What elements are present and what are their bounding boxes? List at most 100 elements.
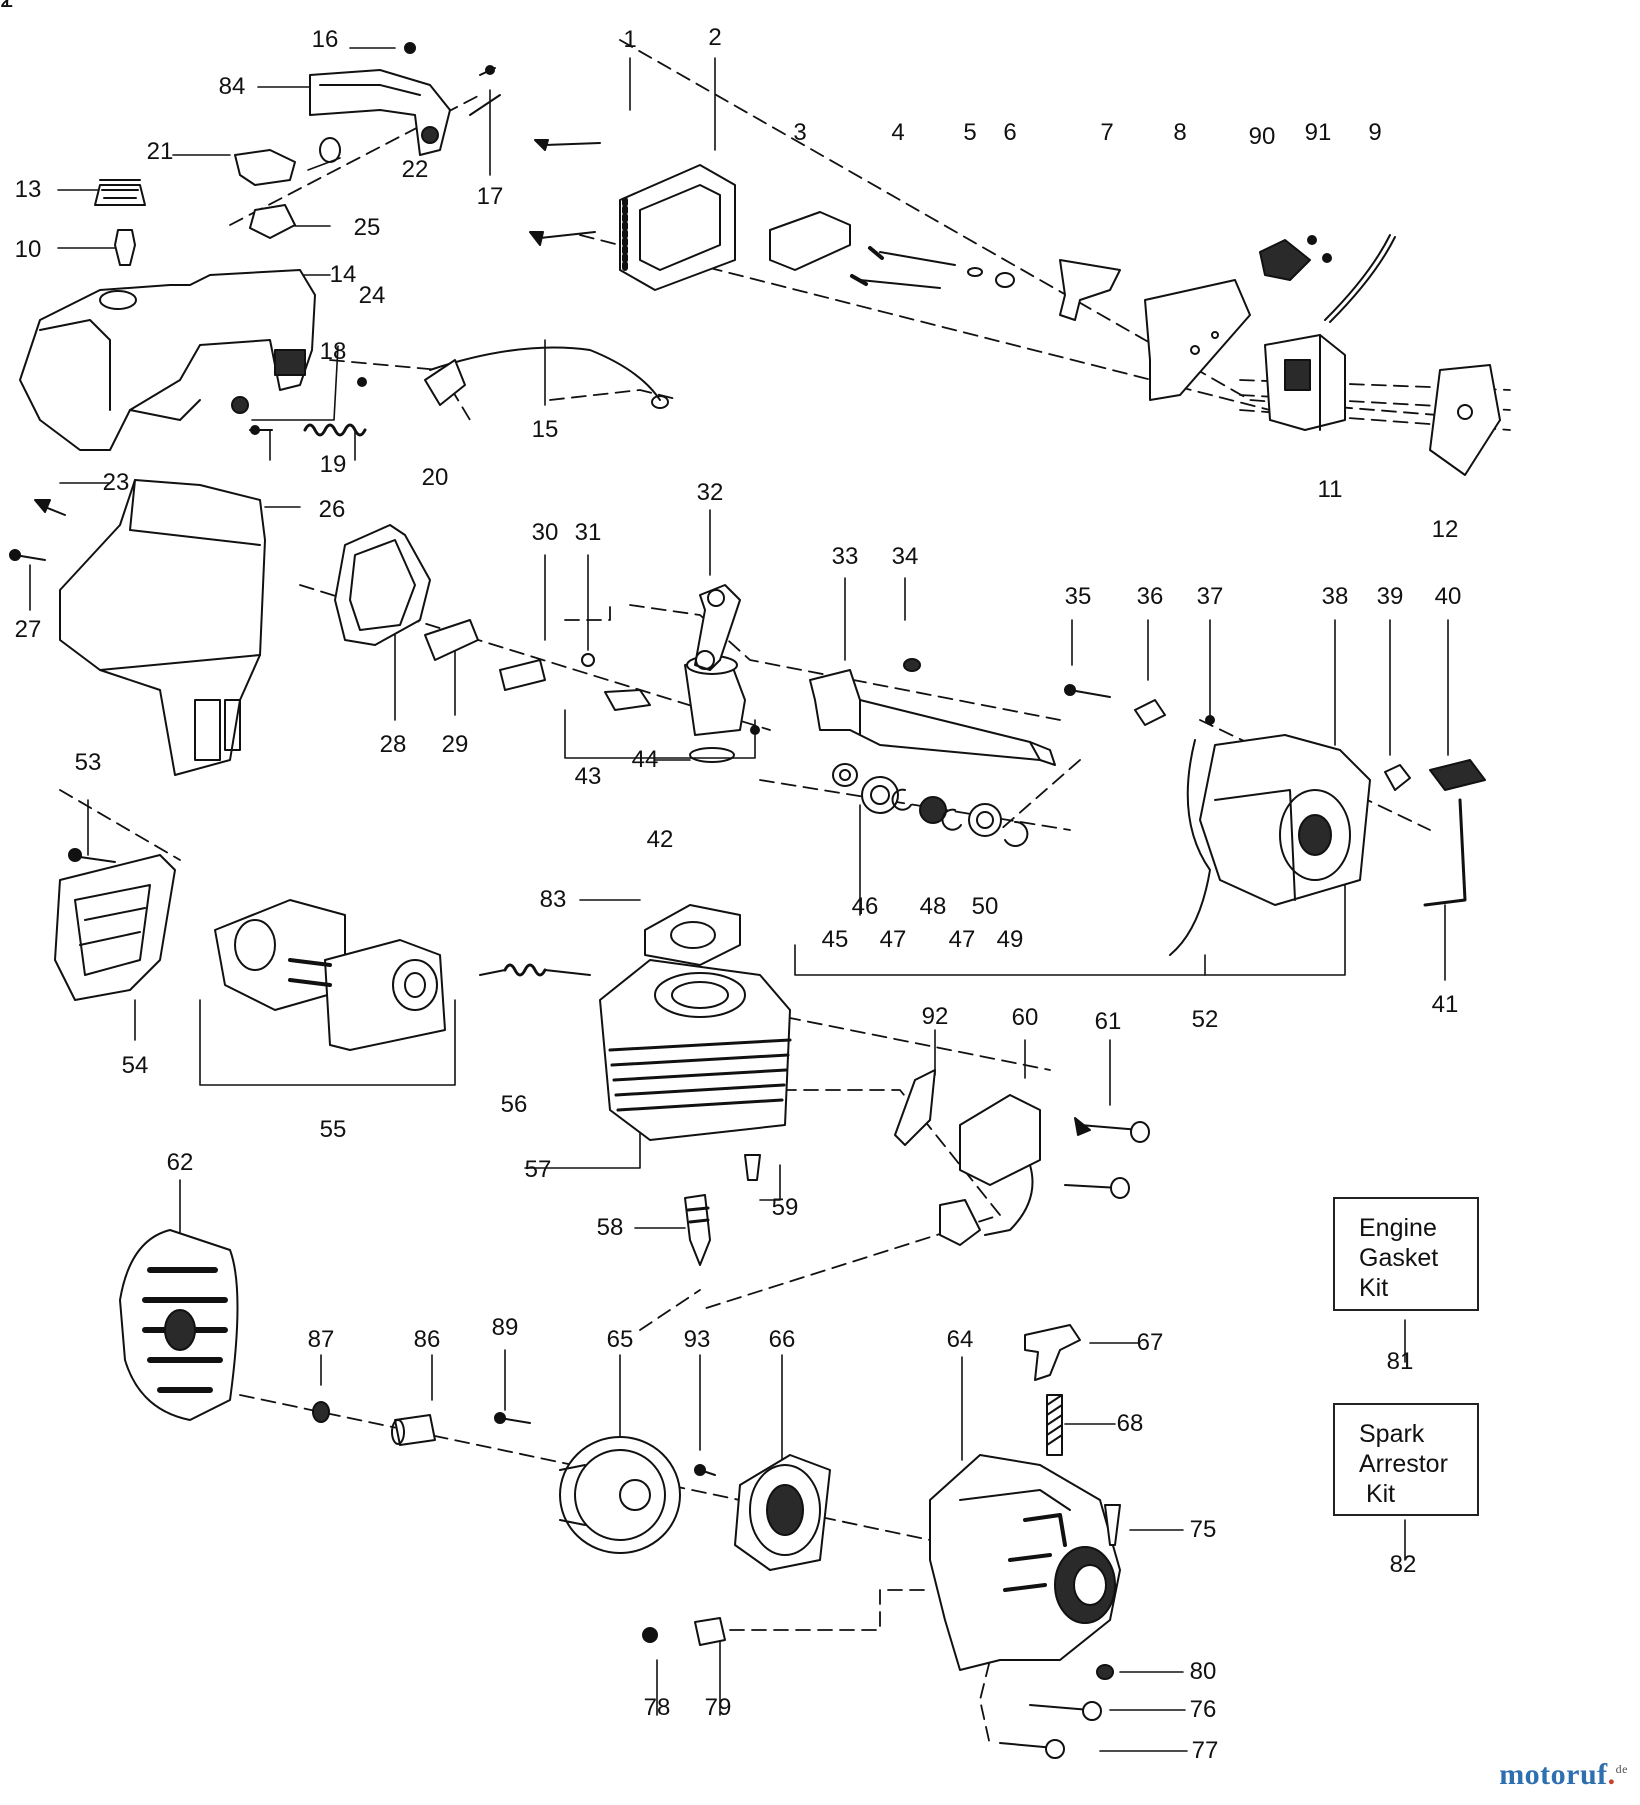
kit-text: Gasket — [1359, 1244, 1439, 1272]
part-number-68: 68 — [1116, 1410, 1144, 1437]
part-number-60: 60 — [1011, 1004, 1039, 1031]
part-number-29: 29 — [441, 731, 469, 758]
part-number-89: 89 — [491, 1314, 519, 1341]
part-number-54: 54 — [121, 1052, 149, 1079]
part-number-42: 42 — [646, 826, 674, 853]
part-number-57: 57 — [524, 1156, 552, 1183]
air-box — [619, 164, 736, 291]
part-number-47: 47 — [879, 926, 907, 953]
part-number-77: 77 — [1191, 1737, 1219, 1764]
part-number-27: 27 — [14, 616, 42, 643]
part-number-91: 91 — [1304, 119, 1332, 146]
watermark-text: motoruf — [1499, 1758, 1608, 1791]
part-number-9: 9 — [1368, 119, 1382, 146]
part-number-48: 48 — [919, 893, 947, 920]
part-number-39: 39 — [1376, 583, 1404, 610]
part-number-3: 3 — [793, 119, 807, 146]
part-number-19: 19 — [319, 451, 347, 478]
kit-text: Spark — [1359, 1420, 1425, 1448]
part-number-36: 36 — [1136, 583, 1164, 610]
part-number-92: 92 — [921, 1003, 949, 1030]
engine-gasket-kit-box: Engine Gasket Kit — [1333, 1197, 1479, 1311]
part-number-28: 28 — [379, 731, 407, 758]
part-number-35: 35 — [1064, 583, 1092, 610]
part-number-58: 58 — [596, 1214, 624, 1241]
muffler-plate — [54, 854, 176, 1001]
part-number-45: 45 — [821, 926, 849, 953]
kit-text: Engine — [1359, 1214, 1437, 1242]
watermark-accent: . — [1607, 1758, 1616, 1791]
muffler — [214, 899, 346, 1011]
part-number-62: 62 — [166, 1149, 194, 1176]
alignment-line — [619, 39, 1501, 421]
part-number-87: 87 — [307, 1326, 335, 1353]
part-number-78: 78 — [643, 1694, 671, 1721]
part-number-82: 82 — [0, 0, 13, 12]
part-number-1: 1 — [623, 26, 637, 53]
part-number-84: 84 — [218, 73, 246, 100]
part-number-13: 13 — [14, 176, 42, 203]
kit-number: 82 — [1389, 1551, 1417, 1578]
fuel-tank — [19, 269, 316, 451]
part-number-25: 25 — [353, 214, 381, 241]
spark-plug — [684, 1194, 711, 1266]
part-number-17: 17 — [476, 183, 504, 210]
cylinder — [599, 959, 791, 1141]
part-number-26: 26 — [318, 496, 346, 523]
part-number-79: 79 — [704, 1694, 732, 1721]
part-number-10: 10 — [14, 236, 42, 263]
part-number-30: 30 — [531, 519, 559, 546]
part-number-43: 43 — [574, 763, 602, 790]
part-number-21: 21 — [146, 138, 174, 165]
part-number-41: 41 — [1431, 991, 1459, 1018]
fuel-cap — [94, 184, 146, 206]
kit-text: Kit — [1359, 1480, 1396, 1508]
part-number-81: 81 — [0, 0, 13, 12]
part-number-24: 24 — [358, 282, 386, 309]
part-number-65: 65 — [606, 1326, 634, 1353]
part-number-80: 80 — [1189, 1658, 1217, 1685]
part-number-8: 8 — [1173, 119, 1187, 146]
part-number-52: 52 — [1191, 1006, 1219, 1033]
part-number-5: 5 — [963, 119, 977, 146]
part-number-49: 49 — [996, 926, 1024, 953]
part-number-22: 22 — [401, 156, 429, 183]
part-number-7: 7 — [1100, 119, 1114, 146]
part-number-59: 59 — [771, 1194, 799, 1221]
part-number-47: 47 — [948, 926, 976, 953]
kit-text: Kit — [1359, 1274, 1389, 1302]
part-number-14: 14 — [329, 261, 357, 288]
spark-arrestor-kit-box: Spark Arrestor Kit — [1333, 1403, 1479, 1516]
part-number-38: 38 — [1321, 583, 1349, 610]
part-number-23: 23 — [102, 469, 130, 496]
ignition-module — [959, 1094, 1041, 1186]
part-number-33: 33 — [831, 543, 859, 570]
part-number-66: 66 — [768, 1326, 796, 1353]
part-number-16: 16 — [311, 26, 339, 53]
part-number-64: 64 — [946, 1326, 974, 1353]
part-number-46: 46 — [851, 893, 879, 920]
part-number-83: 83 — [539, 886, 567, 913]
part-number-11: 11 — [1317, 476, 1343, 503]
part-number-75: 75 — [1189, 1516, 1217, 1543]
part-number-20: 20 — [421, 464, 449, 491]
part-number-34: 34 — [891, 543, 919, 570]
part-number-55: 55 — [319, 1116, 347, 1143]
part-number-32: 32 — [696, 479, 724, 506]
part-number-40: 40 — [1434, 583, 1462, 610]
part-number-67: 67 — [1136, 1329, 1164, 1356]
part-number-90: 90 — [1248, 123, 1276, 150]
gasket-plate — [1144, 279, 1251, 401]
part-number-56: 56 — [500, 1091, 528, 1118]
part-number-93: 93 — [683, 1326, 711, 1353]
engine-shroud — [59, 479, 266, 776]
part-number-44: 44 — [631, 746, 659, 773]
watermark-suffix: de — [1615, 1762, 1628, 1776]
part-number-61: 61 — [1094, 1008, 1122, 1035]
part-number-86: 86 — [413, 1326, 441, 1353]
watermark: motoruf.de — [1499, 1758, 1628, 1792]
handle-housing — [309, 69, 451, 156]
kit-number: 81 — [1386, 1348, 1414, 1375]
part-number-31: 31 — [574, 519, 602, 546]
